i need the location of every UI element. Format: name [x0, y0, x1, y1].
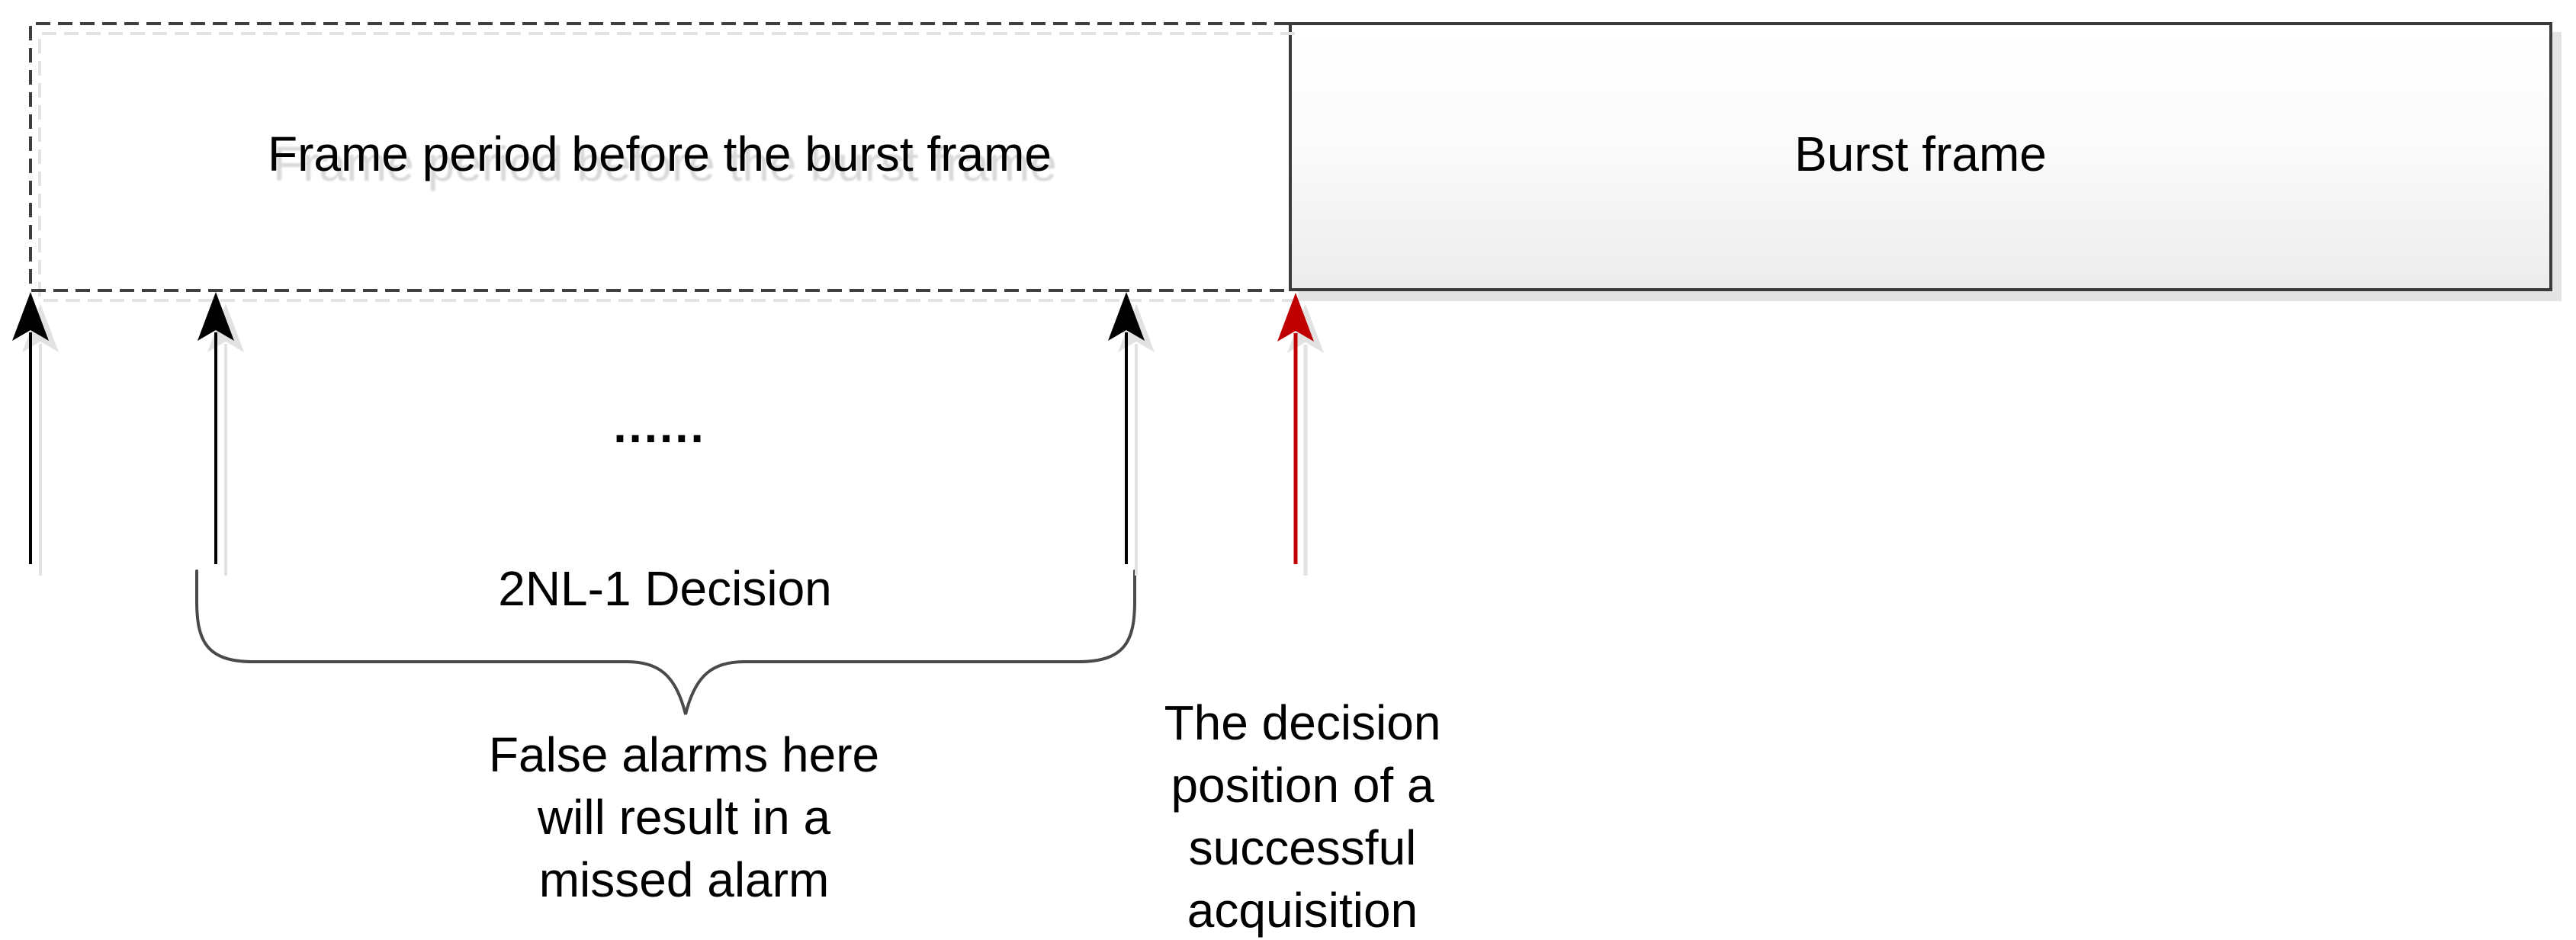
success-note-line-2: position of a — [1171, 758, 1434, 813]
frame-period-box-border — [29, 22, 1289, 292]
decision-arrow-3 — [1108, 292, 1145, 564]
black-decision-arrows — [12, 292, 1145, 564]
decision-count-label: 2NL-1 Decision — [498, 561, 832, 616]
burst-frame-box-label: Burst frame — [1794, 126, 2047, 181]
false-alarm-note-line-2: will result in a — [537, 790, 831, 845]
success-note-line-4: acquisition — [1187, 883, 1418, 938]
success-note-line-1: The decision — [1164, 695, 1441, 750]
success-decision-note: The decision position of a successful ac… — [1112, 691, 1493, 940]
success-note-line-3: successful — [1188, 820, 1417, 875]
false-alarm-note-line-3: missed alarm — [538, 852, 830, 907]
decision-arrow-2 — [198, 292, 234, 564]
red-success-arrow — [1277, 293, 1314, 564]
false-alarm-note: False alarms here will result in a misse… — [455, 723, 913, 911]
frame-period-box-shadow — [38, 32, 1295, 302]
burst-frame-box — [1289, 22, 2552, 291]
decision-arrow-1 — [12, 292, 49, 564]
false-alarm-note-line-1: False alarms here — [488, 727, 880, 782]
ellipsis-dots: ...... — [613, 400, 706, 453]
brace — [195, 569, 1136, 715]
frame-period-box-label: Frame period before the burst frame — [267, 126, 1052, 181]
